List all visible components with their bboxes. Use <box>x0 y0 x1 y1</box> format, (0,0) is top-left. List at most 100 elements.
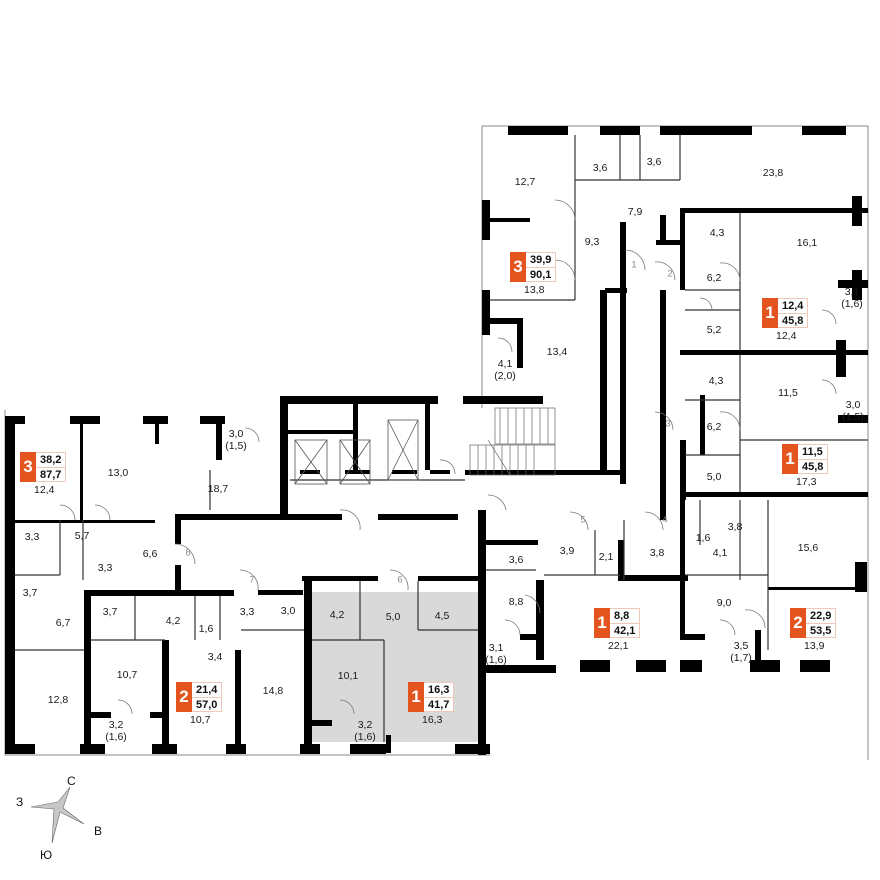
total-area: 41,7 <box>428 699 450 711</box>
total-area: 90,1 <box>530 269 552 281</box>
total-area: 45,8 <box>782 315 804 327</box>
total-area: 53,5 <box>810 625 832 637</box>
room-area-label: 3,6 <box>508 554 524 566</box>
apartment-door-number: 3 <box>665 418 671 430</box>
room-area-label: 4,3 <box>709 227 725 239</box>
room-area-label: 5,2 <box>706 324 722 336</box>
door-swings <box>59 199 837 715</box>
room-area-label: 8,8 <box>508 596 524 608</box>
room-count: 1 <box>782 444 798 474</box>
room-area-label: 3,2(1,6) <box>105 719 127 743</box>
room-area-label: 3,6 <box>592 162 608 174</box>
room-count: 2 <box>176 682 192 712</box>
compass-west-label: З <box>16 795 24 809</box>
room-area-label: 3,3 <box>239 606 255 618</box>
room-area-label: 1,6 <box>695 532 711 544</box>
room-count: 1 <box>762 298 778 328</box>
room-area-label: 3,3 <box>24 531 40 543</box>
room-count: 3 <box>20 452 36 482</box>
room-area-label: 5,0 <box>706 471 722 483</box>
living-room-area: 10,7 <box>190 714 211 726</box>
room-area-label: 7,9 <box>627 206 643 218</box>
apartment-door-number: 2 <box>667 268 673 280</box>
room-area-label: 3,7 <box>22 587 38 599</box>
room-area-label: 2,1 <box>598 551 614 563</box>
living-room-area: 13,8 <box>524 284 545 296</box>
living-room-area: 13,9 <box>804 640 825 652</box>
room-area-label: 6,2 <box>706 272 722 284</box>
apartment-door-number: 8 <box>185 547 191 559</box>
room-area-label: 3,5(1,7) <box>730 640 752 664</box>
room-area-label: 14,8 <box>262 685 284 697</box>
living-area: 39,9 <box>526 253 556 268</box>
room-area-label: 5,0 <box>385 611 401 623</box>
living-room-area: 16,3 <box>422 714 443 726</box>
room-area-label: 11,5 <box>778 387 798 399</box>
compass-north-label: С <box>67 774 76 788</box>
room-area-label: 9,3 <box>584 236 600 248</box>
compass-star <box>30 786 85 844</box>
room-area-label: 4,5 <box>434 610 450 622</box>
room-area-label: 3,4 <box>207 651 223 663</box>
living-room-area: 17,3 <box>796 476 817 488</box>
room-area-label: 3,1(1,6) <box>485 642 507 666</box>
room-area-label: 6,2 <box>706 421 722 433</box>
room-area-label: 3,0(1,5) <box>842 399 864 423</box>
room-count: 1 <box>408 682 424 712</box>
room-area-label: 3,8 <box>727 521 743 533</box>
room-area-label: 3,2(1,6) <box>354 719 376 743</box>
room-area-label: 4,3 <box>708 375 724 387</box>
room-area-label: 3,9 <box>559 545 575 557</box>
room-area-label: 10,7 <box>116 669 138 681</box>
room-area-label: 18,7 <box>207 483 229 495</box>
room-area-label: 3,6 <box>646 156 662 168</box>
room-area-label: 23,8 <box>762 167 784 179</box>
walls <box>5 126 868 755</box>
room-count: 3 <box>510 252 526 282</box>
room-area-label: 4,2 <box>165 615 181 627</box>
living-area: 11,5 <box>798 445 828 460</box>
total-area: 42,1 <box>614 625 636 637</box>
apartment-door-number: 5 <box>580 514 586 526</box>
room-area-label: 3,3 <box>97 562 113 574</box>
room-area-label: 4,1(2,0) <box>494 358 516 382</box>
room-area-label: 3,0 <box>280 605 296 617</box>
apartment-door-number: 7 <box>249 574 255 586</box>
room-area-label: 4,1 <box>712 547 728 559</box>
elevator-shafts <box>294 419 419 485</box>
living-area: 16,3 <box>424 683 454 698</box>
total-area: 45,8 <box>802 461 824 473</box>
room-area-label: 9,0 <box>716 597 732 609</box>
room-area-label: 3,1(1,6) <box>841 286 863 310</box>
room-area-label: 15,6 <box>797 542 819 554</box>
partitions <box>15 135 868 742</box>
room-area-label: 3,0(1,5) <box>225 428 247 452</box>
living-room-area: 22,1 <box>608 640 629 652</box>
total-area: 87,7 <box>40 469 62 481</box>
room-area-label: 6,6 <box>142 548 158 560</box>
living-room-area: 12,4 <box>776 330 797 342</box>
room-area-label: 12,8 <box>47 694 69 706</box>
room-area-label: 3,7 <box>102 606 118 618</box>
compass-east-label: В <box>94 824 103 838</box>
room-area-label: 12,7 <box>514 176 536 188</box>
room-count: 2 <box>790 608 806 638</box>
staircase <box>469 407 556 476</box>
compass <box>30 786 85 844</box>
